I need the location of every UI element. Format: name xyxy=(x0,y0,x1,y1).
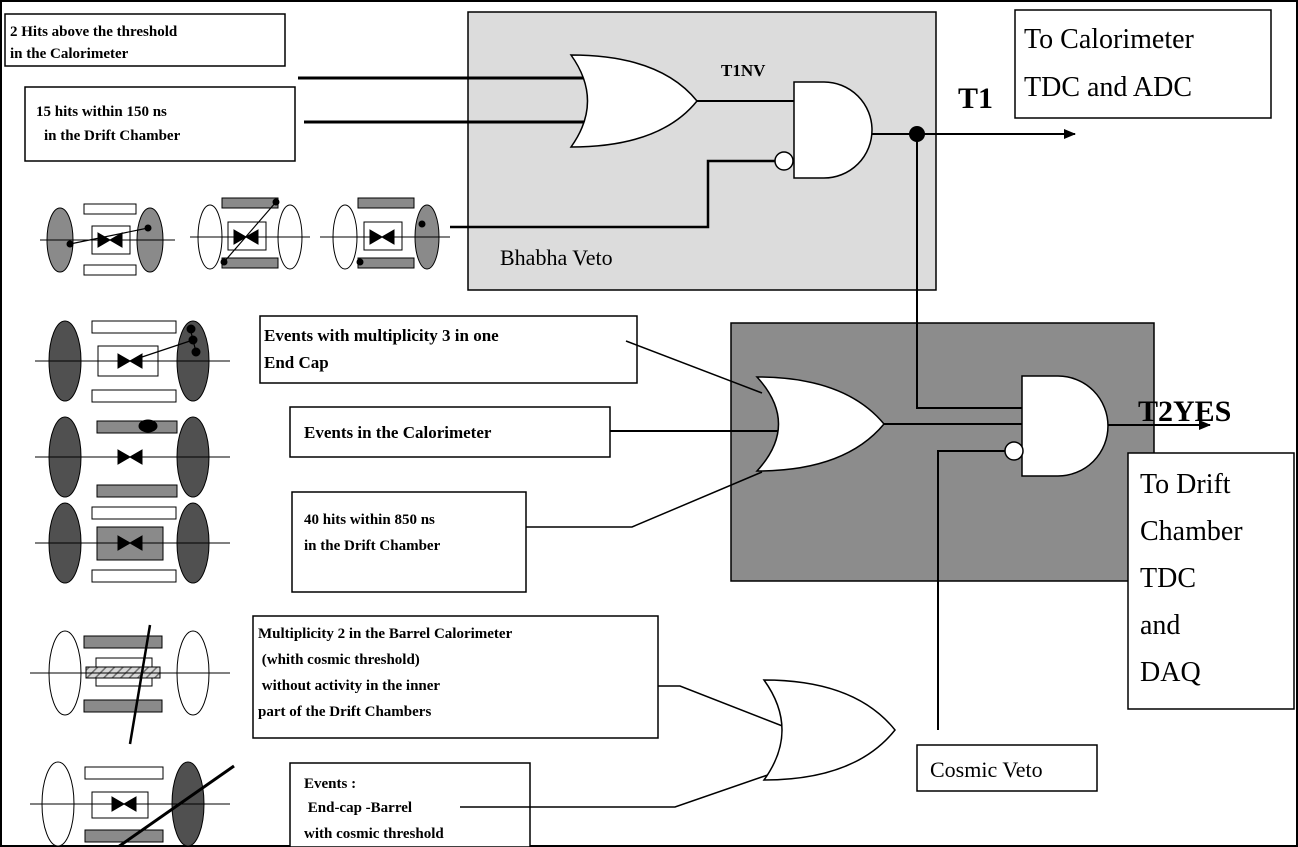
input-dc-850-box xyxy=(291,491,527,593)
wire-endcap-barrel xyxy=(460,769,783,808)
input-barrel-multiplicity-line3: without activity in the inner xyxy=(258,678,440,694)
or-gate-t2 xyxy=(755,376,885,472)
input-barrel-multiplicity-box xyxy=(252,615,659,739)
output-drift-chamber-box xyxy=(1127,452,1295,710)
input-endcap-multiplicity-line2: End Cap xyxy=(264,353,329,372)
input-dc-850: 40 hits within 850 ns in the Drift Chamb… xyxy=(291,491,527,593)
wires xyxy=(298,76,1211,808)
output-calorimeter: To Calorimeter TDC and ADC xyxy=(1014,9,1272,119)
detector-dc-850 xyxy=(35,502,230,584)
input-events-calorimeter: Events in the Calorimeter xyxy=(289,406,611,458)
and-gate-t1nv xyxy=(793,81,873,179)
output-drift-line4: and xyxy=(1140,610,1180,641)
wire-cosmic-veto xyxy=(937,450,1005,730)
detector-events-calo xyxy=(35,416,230,498)
inverter-bubble-bhabha xyxy=(774,151,794,171)
input-dc-150-box xyxy=(24,86,296,162)
detector-bhabha-3 xyxy=(320,197,450,270)
input-dc-850-line1: 40 hits within 850 ns xyxy=(304,512,435,528)
inverter-bubble-cosmic xyxy=(1004,441,1024,461)
wire-barrel-mult xyxy=(658,685,786,728)
wire-dc-850 xyxy=(526,471,763,528)
input-calo-threshold-line1: 2 Hits above the threshold xyxy=(10,24,178,40)
wire-bhabha-veto-input xyxy=(450,159,775,229)
input-dc-150-line1: 15 hits within 150 ns xyxy=(36,104,167,120)
output-drift-line5: DAQ xyxy=(1140,657,1201,688)
output-drift-line1: To Drift xyxy=(1140,469,1231,500)
output-calorimeter-box xyxy=(1014,9,1272,119)
input-barrel-multiplicity: Multiplicity 2 in the Barrel Calorimeter… xyxy=(252,615,659,739)
input-endcap-multiplicity-line1: Events with multiplicity 3 in one xyxy=(264,326,499,345)
input-dc-150: 15 hits within 150 ns in the Drift Chamb… xyxy=(24,86,296,162)
junction-dot-t1 xyxy=(909,126,925,142)
input-barrel-multiplicity-line4: part of the Drift Chambers xyxy=(258,704,431,720)
input-dc-150-line2: in the Drift Chamber xyxy=(44,128,181,144)
input-endcap-barrel-line2: End-cap -Barrel xyxy=(304,800,412,816)
wire-t1-to-t2 xyxy=(916,134,1022,409)
input-endcap-barrel-box xyxy=(289,762,531,847)
input-barrel-multiplicity-line2: (whith cosmic threshold) xyxy=(258,652,420,668)
bhabha-veto-label: Bhabha Veto xyxy=(500,245,613,270)
cosmic-veto: Cosmic Veto xyxy=(916,744,1098,792)
signal-t1: T1 xyxy=(958,82,993,115)
detector-bhabha-1 xyxy=(40,203,175,276)
signal-t1nv: T1NV xyxy=(721,61,766,80)
input-events-calorimeter-text: Events in the Calorimeter xyxy=(304,423,492,442)
output-drift-line2: Chamber xyxy=(1140,516,1243,547)
signal-t2yes: T2YES xyxy=(1138,395,1231,428)
input-endcap-barrel-line1: Events : xyxy=(304,776,356,792)
detector-bhabha-2 xyxy=(190,197,310,270)
input-calo-threshold: 2 Hits above the threshold in the Calori… xyxy=(4,13,286,67)
output-drift-chamber: To Drift Chamber TDC and DAQ xyxy=(1127,452,1295,710)
detector-endcap-mult xyxy=(35,320,230,403)
input-endcap-barrel: Events : End-cap -Barrel with cosmic thr… xyxy=(289,762,531,847)
input-dc-850-line2: in the Drift Chamber xyxy=(304,538,441,554)
input-events-calorimeter-box xyxy=(289,406,611,458)
cosmic-veto-box xyxy=(916,744,1098,792)
output-calorimeter-line2: TDC and ADC xyxy=(1024,72,1192,103)
output-drift-line3: TDC xyxy=(1140,563,1196,594)
cosmic-veto-label: Cosmic Veto xyxy=(930,757,1043,782)
input-endcap-multiplicity: Events with multiplicity 3 in one End Ca… xyxy=(259,315,638,384)
input-endcap-multiplicity-box xyxy=(259,315,638,384)
input-calo-threshold-line2: in the Calorimeter xyxy=(10,46,129,62)
or-gate-cosmic xyxy=(762,679,896,781)
or-gate-t1 xyxy=(569,54,698,148)
wire-endcap xyxy=(625,340,763,394)
output-calorimeter-line1: To Calorimeter xyxy=(1024,24,1195,55)
detector-endcap-barrel xyxy=(30,761,235,847)
input-barrel-multiplicity-line1: Multiplicity 2 in the Barrel Calorimeter xyxy=(258,626,513,642)
input-calo-threshold-box xyxy=(4,13,286,67)
and-gate-t2 xyxy=(1021,375,1109,477)
detector-barrel-mult xyxy=(30,624,230,745)
input-endcap-barrel-line3: with cosmic threshold xyxy=(304,826,444,842)
